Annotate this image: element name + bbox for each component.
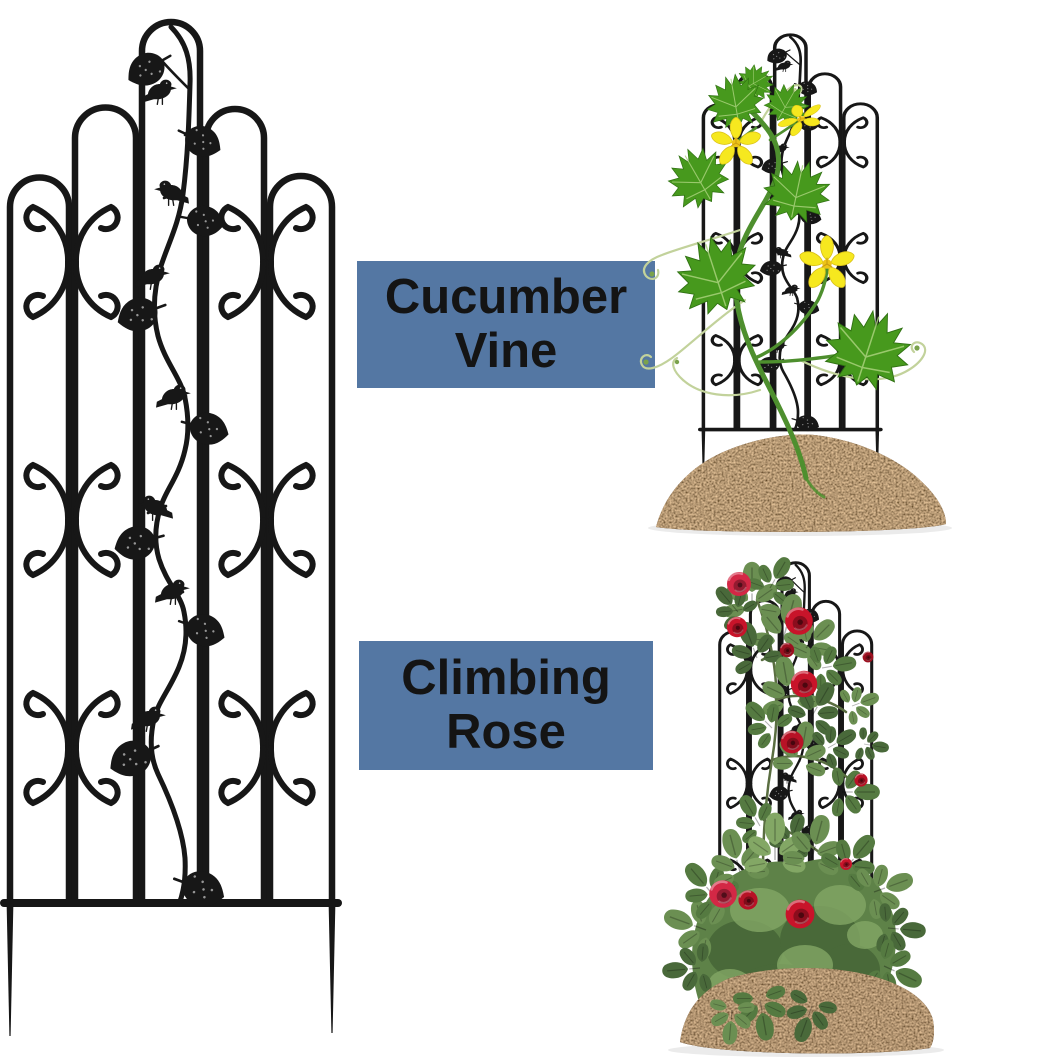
label-cucumber-vine: Cucumber Vine xyxy=(357,261,655,388)
cucumber-flower-bud xyxy=(771,94,830,143)
rose-soil-mound xyxy=(680,967,934,1054)
cucumber-vine-photo xyxy=(639,35,952,536)
rose-canes xyxy=(755,598,854,952)
label-rose-line1: Climbing xyxy=(401,650,611,705)
rose-soil-shadow xyxy=(668,1043,944,1057)
rose-trellis xyxy=(717,563,875,1012)
cucumber-soil-shadow xyxy=(648,520,952,536)
cucumber-trellis xyxy=(700,35,880,489)
rose-upper-foliage xyxy=(702,546,892,860)
label-cucumber-line2: Vine xyxy=(454,323,558,378)
cucumber-flower xyxy=(797,235,857,292)
label-cucumber-line1: Cucumber xyxy=(384,269,628,324)
rose-blooms xyxy=(707,570,874,930)
cucumber-flower xyxy=(709,116,763,168)
rose-bush xyxy=(654,808,932,1050)
cucumber-plant xyxy=(639,56,927,499)
climbing-rose-photo xyxy=(654,546,944,1057)
label-rose-line2: Rose xyxy=(446,704,566,759)
cucumber-soil-mound xyxy=(656,434,946,532)
label-climbing-rose: Climbing Rose xyxy=(359,641,653,770)
trellis-line-art-illustration xyxy=(4,22,338,1036)
rose-bush-front-leaves xyxy=(706,983,840,1050)
